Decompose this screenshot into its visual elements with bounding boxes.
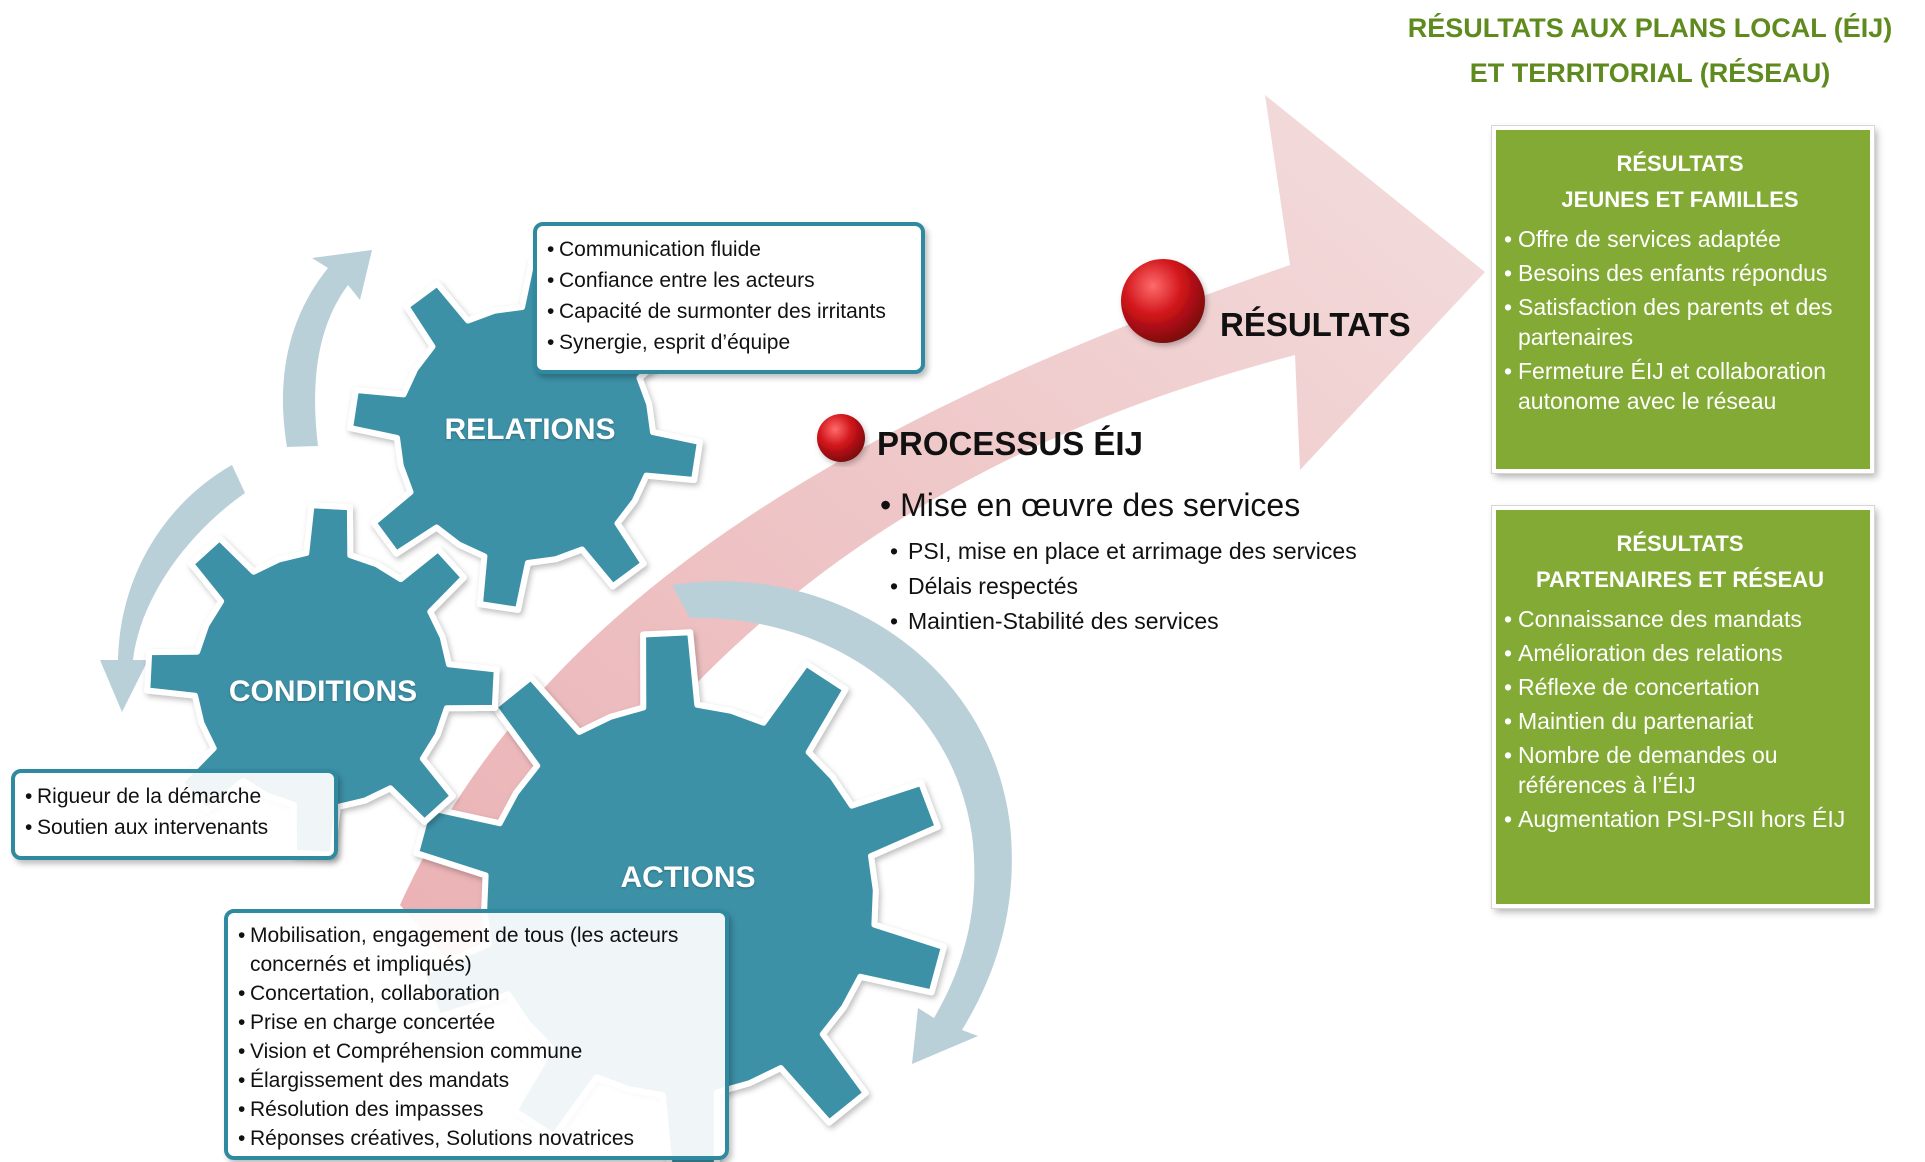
actions-item: Prise en charge concertée xyxy=(238,1008,715,1037)
results-partenaires-item: Maintien du partenariat xyxy=(1504,706,1856,736)
gear-label-conditions: CONDITIONS xyxy=(228,675,418,708)
cycle-arrow-left xyxy=(100,465,245,712)
header-line-1: RÉSULTATS AUX PLANS LOCAL (ÉIJ) xyxy=(1407,13,1893,43)
results-jeunes-item: Fermeture ÉIJ et collaboration autonome … xyxy=(1504,356,1856,416)
cycle-arrow-top xyxy=(282,250,372,447)
results-partenaires-title-1: RÉSULTATS xyxy=(1616,531,1744,556)
processus-list: PSI, mise en place et arrimage des servi… xyxy=(888,534,1357,639)
header-line-2: ET TERRITORIAL (RÉSEAU) xyxy=(1469,58,1831,88)
processus-main-text: Mise en œuvre des services xyxy=(900,487,1301,523)
results-jeunes-item: Offre de services adaptée xyxy=(1504,224,1856,254)
results-partenaires-item: Augmentation PSI-PSII hors ÉIJ xyxy=(1504,804,1856,834)
conditions-box: Rigueur de la démarcheSoutien aux interv… xyxy=(11,769,338,860)
results-jeunes-title-2: JEUNES ET FAMILLES xyxy=(1561,187,1799,212)
relations-item: Synergie, esprit d’équipe xyxy=(547,327,911,358)
actions-item: Élargissement des mandats xyxy=(238,1066,715,1095)
results-partenaires-item: Amélioration des relations xyxy=(1504,638,1856,668)
stage-title-processus: PROCESSUS ÉIJ xyxy=(877,425,1143,462)
results-partenaires-item: Connaissance des mandats xyxy=(1504,604,1856,634)
resultats-dot xyxy=(1121,259,1205,343)
results-jeunes-box: RÉSULTATS JEUNES ET FAMILLES Offre de se… xyxy=(1492,126,1874,473)
actions-item: Vision et Compréhension commune xyxy=(238,1037,715,1066)
actions-item: Résolution des impasses xyxy=(238,1095,715,1124)
results-jeunes-title: RÉSULTATS JEUNES ET FAMILLES xyxy=(1504,146,1856,218)
results-partenaires-item: Réflexe de concertation xyxy=(1504,672,1856,702)
gear-label-actions: ACTIONS xyxy=(620,861,756,894)
results-partenaires-title-2: PARTENAIRES ET RÉSEAU xyxy=(1535,567,1825,592)
big-result-arrow xyxy=(400,95,1485,985)
processus-item: Délais respectés xyxy=(888,569,1357,604)
results-partenaires-title: RÉSULTATS PARTENAIRES ET RÉSEAU xyxy=(1504,526,1856,598)
processus-item: PSI, mise en place et arrimage des servi… xyxy=(888,534,1357,569)
actions-item: Mobilisation, engagement de tous (les ac… xyxy=(238,921,715,979)
actions-box: Mobilisation, engagement de tous (les ac… xyxy=(224,909,729,1160)
relations-item: Capacité de surmonter des irritants xyxy=(547,296,911,327)
processus-main: • Mise en œuvre des services xyxy=(880,487,1301,523)
relations-box: Communication fluideConfiance entre les … xyxy=(533,222,925,374)
conditions-list: Rigueur de la démarcheSoutien aux interv… xyxy=(25,781,324,843)
processus-item: Maintien-Stabilité des services xyxy=(888,604,1357,639)
results-jeunes-item: Satisfaction des parents et des partenai… xyxy=(1504,292,1856,352)
conditions-item: Rigueur de la démarche xyxy=(25,781,324,812)
actions-item: Concertation, collaboration xyxy=(238,979,715,1008)
results-partenaires-item: Nombre de demandes ou références à l’ÉIJ xyxy=(1504,740,1856,800)
actions-list: Mobilisation, engagement de tous (les ac… xyxy=(238,921,715,1153)
gear-conditions-shape xyxy=(144,502,500,858)
gear-label-relations: RELATIONS xyxy=(444,413,616,446)
relations-item: Communication fluide xyxy=(547,234,911,265)
cycle-arrow-right xyxy=(672,581,1012,1064)
results-jeunes-title-1: RÉSULTATS xyxy=(1616,151,1744,176)
relations-item: Confiance entre les acteurs xyxy=(547,265,911,296)
processus-dot xyxy=(817,414,865,462)
results-partenaires-list: Connaissance des mandatsAmélioration des… xyxy=(1504,604,1856,834)
stage-title-resultats: RÉSULTATS xyxy=(1220,306,1411,343)
results-partenaires-box: RÉSULTATS PARTENAIRES ET RÉSEAU Connaiss… xyxy=(1492,506,1874,908)
results-jeunes-item: Besoins des enfants répondus xyxy=(1504,258,1856,288)
conditions-item: Soutien aux intervenants xyxy=(25,812,324,843)
results-jeunes-list: Offre de services adaptéeBesoins des enf… xyxy=(1504,224,1856,416)
header-title: RÉSULTATS AUX PLANS LOCAL (ÉIJ) ET TERRI… xyxy=(1380,6,1920,96)
actions-item: Réponses créatives, Solutions novatrices xyxy=(238,1124,715,1153)
relations-list: Communication fluideConfiance entre les … xyxy=(547,234,911,358)
gear-conditions xyxy=(144,502,500,858)
